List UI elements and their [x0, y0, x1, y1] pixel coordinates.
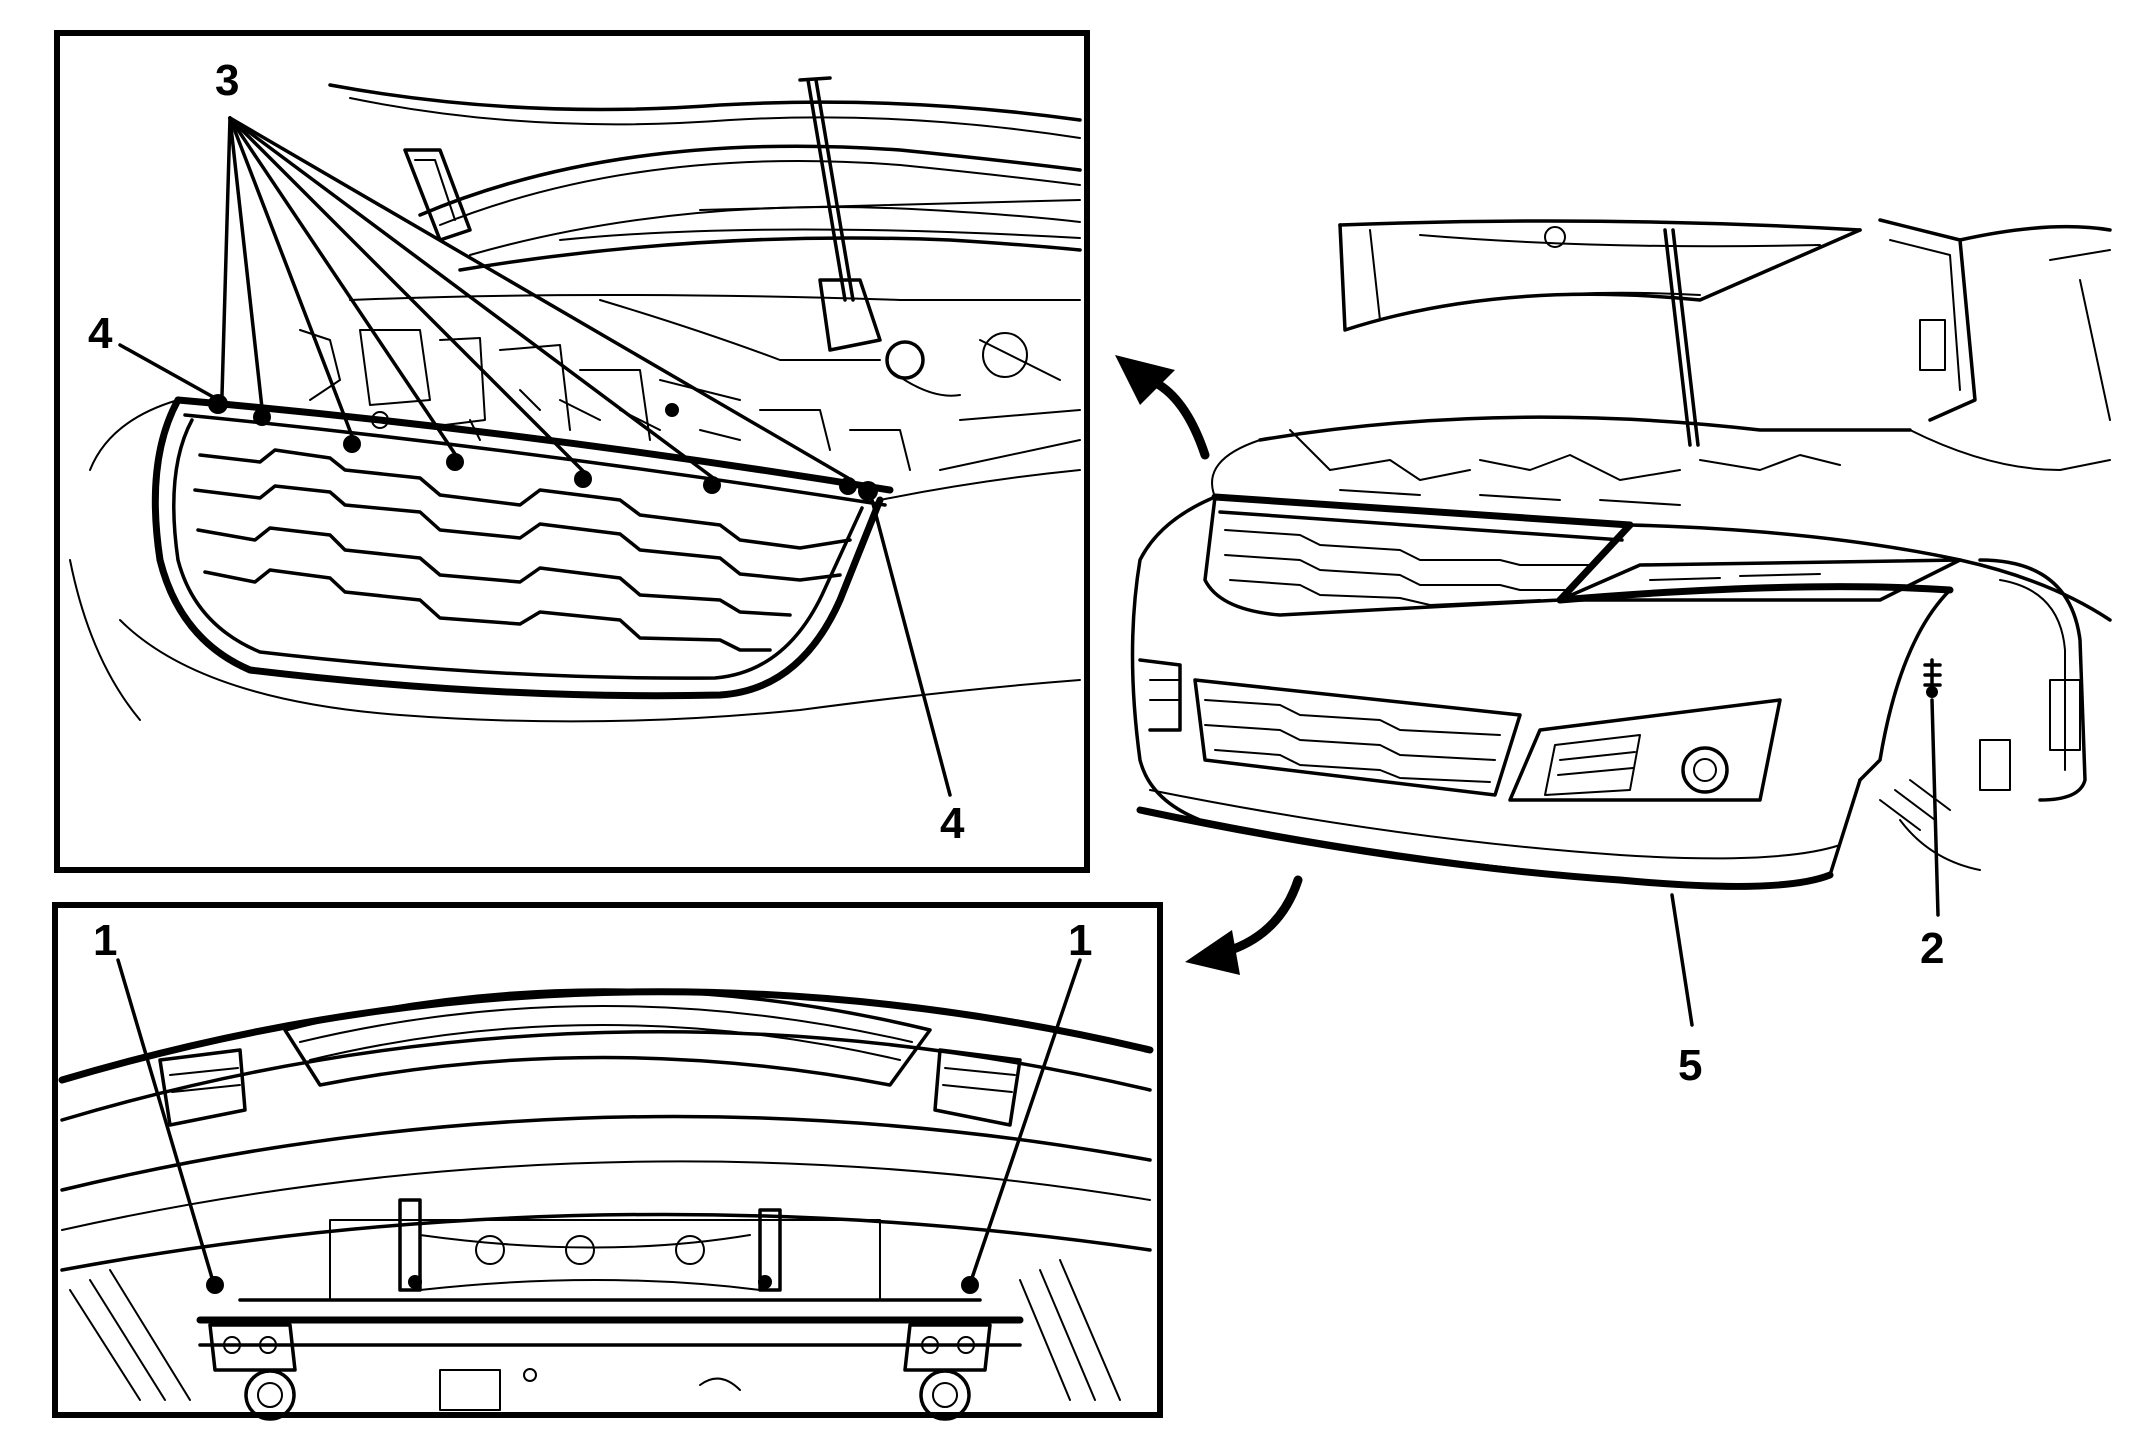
fastener-1-left-mark: [206, 1276, 224, 1294]
fastener-mark: [408, 1275, 422, 1289]
callout-2-label: 2: [1920, 924, 1944, 973]
curved-arrow-icon: [1185, 875, 1303, 975]
fastener-3-mark: [574, 470, 592, 488]
fastener-mark: [758, 1275, 772, 1289]
callout-3-label: 3: [215, 56, 239, 105]
callout-4-left-label: 4: [88, 309, 113, 358]
callout-4-left-leader: [118, 343, 217, 400]
callout-4-right-label: 4: [940, 799, 965, 848]
hood-open-drawing: [328, 76, 1082, 302]
callout-5-label: 5: [1678, 1041, 1702, 1090]
fastener-1-right-mark: [961, 1276, 979, 1294]
engine-bay-drawing: [299, 278, 1081, 471]
callout-4-right-leader: [870, 498, 952, 797]
fastener-3-mark: [343, 435, 361, 453]
fastener-3-mark: [665, 403, 679, 417]
fastener-3-mark: [446, 453, 464, 471]
upper-detail-panel: 3 4 4: [54, 30, 1090, 873]
upper-detail-frame: [54, 30, 1090, 873]
fastener-2-mark: [1923, 658, 1942, 692]
fastener-3-mark: [703, 476, 721, 494]
callout-1-left-label: 1: [93, 916, 117, 965]
callout-1-right-label: 1: [1068, 916, 1092, 965]
callout-1-left-leader: [116, 958, 214, 1280]
callout-3-leaders: [220, 116, 850, 480]
grille-fasteners-3-and-4: [208, 394, 878, 501]
curved-arrow-icon: [1115, 355, 1210, 460]
fastener-3-mark: [253, 408, 271, 426]
callout-2-leader: [1930, 698, 1940, 917]
underside-bumper-drawing: [58, 988, 1154, 1421]
fastener-2-head: [1926, 686, 1938, 698]
upper-grille-drawing: [69, 396, 1081, 723]
fastener-4-right-mark: [858, 481, 878, 501]
lower-detail-panel: 1 1: [52, 902, 1163, 1421]
fastener-3-mark: [839, 477, 857, 495]
lower-detail-frame: [52, 902, 1163, 1418]
callout-1-right-leader: [970, 958, 1082, 1280]
fastener-4-left-mark: [208, 394, 228, 414]
callout-5-leader: [1670, 893, 1694, 1027]
vehicle-overview-drawing: 2 5: [1130, 218, 2112, 1090]
